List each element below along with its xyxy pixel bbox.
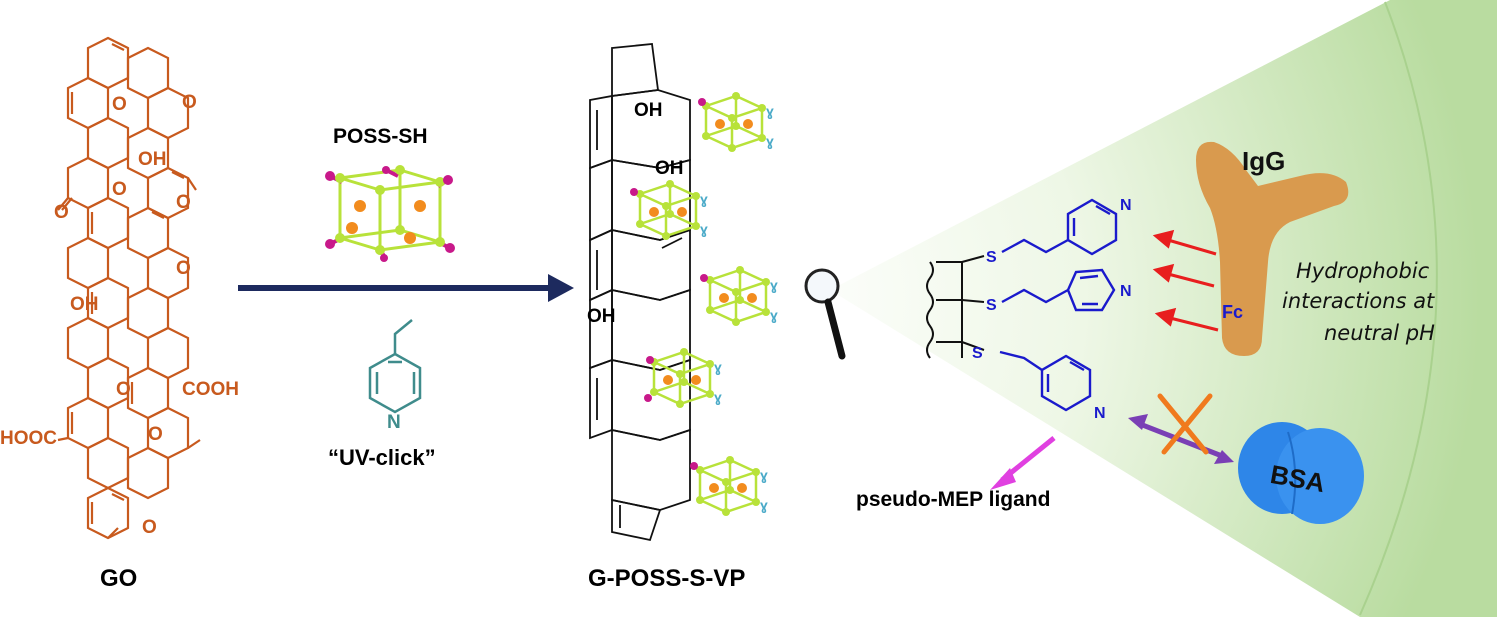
go-oxygen-label: O (112, 94, 127, 115)
go-oxygen-label: O (182, 92, 197, 113)
product-hydroxyl-label: OH (655, 158, 684, 179)
sulfur-label: S (986, 297, 997, 314)
product-label: G-POSS-S-VP (588, 565, 745, 592)
go-oxygen-label: O (54, 202, 69, 223)
graphene-hydroxyl-labels: OH OH OH (587, 100, 684, 327)
svg-text:ɣ: ɣ (770, 277, 778, 293)
go-carboxyl-label: COOH (182, 379, 239, 400)
igg-label: IgG (1242, 146, 1285, 176)
go-oxygen-label: O (142, 517, 157, 538)
pseudo-mep-arrow (990, 436, 1056, 490)
go-oxygen-label: O (116, 379, 131, 400)
ligand-atom-labels: S S S N N N (972, 197, 1132, 422)
svg-text:ɣ: ɣ (770, 307, 778, 323)
svg-text:ɣ: ɣ (760, 497, 768, 513)
linker-dots (630, 98, 708, 470)
go-label: GO (100, 565, 137, 592)
hydrophobic-text: Hydrophobic interactions at neutral pH (1282, 259, 1435, 345)
wedge-edge (1359, 1, 1438, 616)
magnifier-icon (804, 268, 846, 360)
pyridine-nitrogen-label: N (1094, 405, 1106, 422)
igg-antibody (1196, 141, 1349, 356)
go-oxygen-label: O (148, 424, 163, 445)
hydrophobic-line-2: interactions at (1282, 289, 1435, 313)
go-oxygen-label: O (176, 192, 191, 213)
no-interaction-cross (1157, 393, 1213, 455)
hydrophobic-line-1: Hydrophobic (1296, 259, 1430, 283)
attached-poss-cage: ɣ ɣ (636, 180, 708, 240)
svg-text:ɣ: ɣ (766, 133, 774, 149)
pseudo-mep-ligand-label: pseudo-MEP ligand (856, 488, 1050, 511)
ligand-chains (999, 198, 1118, 412)
go-carboxyl-left-label: HOOC (0, 428, 57, 449)
vinylpyridine-nitrogen-label: N (387, 412, 401, 433)
poss-sh-cage (325, 165, 455, 262)
pyridine-nitrogen-label: N (1120, 197, 1132, 214)
poss-sh-label: POSS-SH (333, 125, 428, 148)
svg-text:ɣ: ɣ (700, 191, 708, 207)
svg-text:ɣ: ɣ (700, 221, 708, 237)
attached-poss-cage: ɣ ɣ (706, 266, 778, 326)
go-oxygen-label: O (112, 179, 127, 200)
fc-label: Fc (1222, 302, 1243, 322)
product-hydroxyl-label: OH (587, 306, 616, 327)
bsa-protein (1238, 422, 1364, 524)
go-hydroxyl-label: OH (70, 294, 99, 315)
svg-text:ɣ: ɣ (760, 467, 768, 483)
go-structure (57, 36, 201, 540)
attached-poss-cage: ɣ ɣ (696, 456, 768, 516)
go-oxygen-label: O (176, 258, 191, 279)
graphene-sheet (589, 43, 691, 542)
polymer-backbone (926, 255, 985, 359)
attached-poss-cage: ɣ ɣ (650, 348, 722, 408)
svg-text:ɣ: ɣ (714, 389, 722, 405)
repulsion-arrow (1128, 414, 1234, 464)
pyridine-nitrogen-label: N (1120, 283, 1132, 300)
go-labels: O O OH O O O O OH O COOH O HOOC O (0, 92, 239, 538)
svg-text:ɣ: ɣ (714, 359, 722, 375)
attached-poss-cage: ɣ ɣ (702, 92, 774, 152)
hydrophobic-arrows (1152, 229, 1219, 332)
uv-click-label: “UV-click” (328, 445, 436, 470)
sulfur-label: S (972, 345, 983, 362)
svg-text:ɣ: ɣ (766, 103, 774, 119)
vinylpyridine-structure (368, 319, 422, 414)
go-hydroxyl-label: OH (138, 149, 167, 170)
reaction-arrow-head (548, 274, 574, 302)
hydrophobic-line-3: neutral pH (1324, 321, 1435, 345)
sulfur-label: S (986, 249, 997, 266)
product-hydroxyl-label: OH (634, 100, 663, 121)
